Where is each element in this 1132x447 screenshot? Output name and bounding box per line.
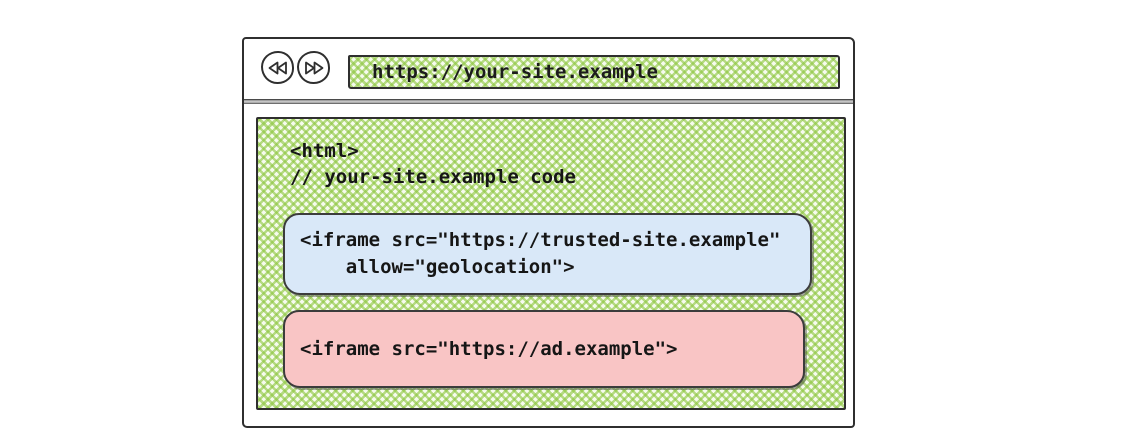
- rewind-icon: [267, 58, 289, 78]
- code-line-comment: // your-site.example code: [290, 166, 576, 188]
- toolbar-divider: [244, 99, 853, 104]
- page-content-panel: <html> // your-site.example code <iframe…: [256, 117, 846, 410]
- ad-iframe-box: <iframe src="https://ad.example">: [283, 310, 805, 388]
- trusted-iframe-code-line-2: allow="geolocation">: [300, 256, 575, 278]
- url-text: https://your-site.example: [372, 61, 658, 83]
- forward-button[interactable]: [297, 51, 330, 84]
- fast-forward-icon: [303, 58, 325, 78]
- url-bar[interactable]: https://your-site.example: [348, 55, 840, 89]
- page-code: <html> // your-site.example code: [290, 138, 576, 190]
- trusted-iframe-code-line-1: <iframe src="https://trusted-site.exampl…: [300, 229, 781, 251]
- code-line-html-open: <html>: [290, 140, 359, 162]
- ad-iframe-code-line: <iframe src="https://ad.example">: [300, 337, 678, 360]
- trusted-iframe-box: <iframe src="https://trusted-site.exampl…: [283, 213, 812, 295]
- browser-window: https://your-site.example <html> // your…: [242, 37, 855, 428]
- back-button[interactable]: [261, 51, 294, 84]
